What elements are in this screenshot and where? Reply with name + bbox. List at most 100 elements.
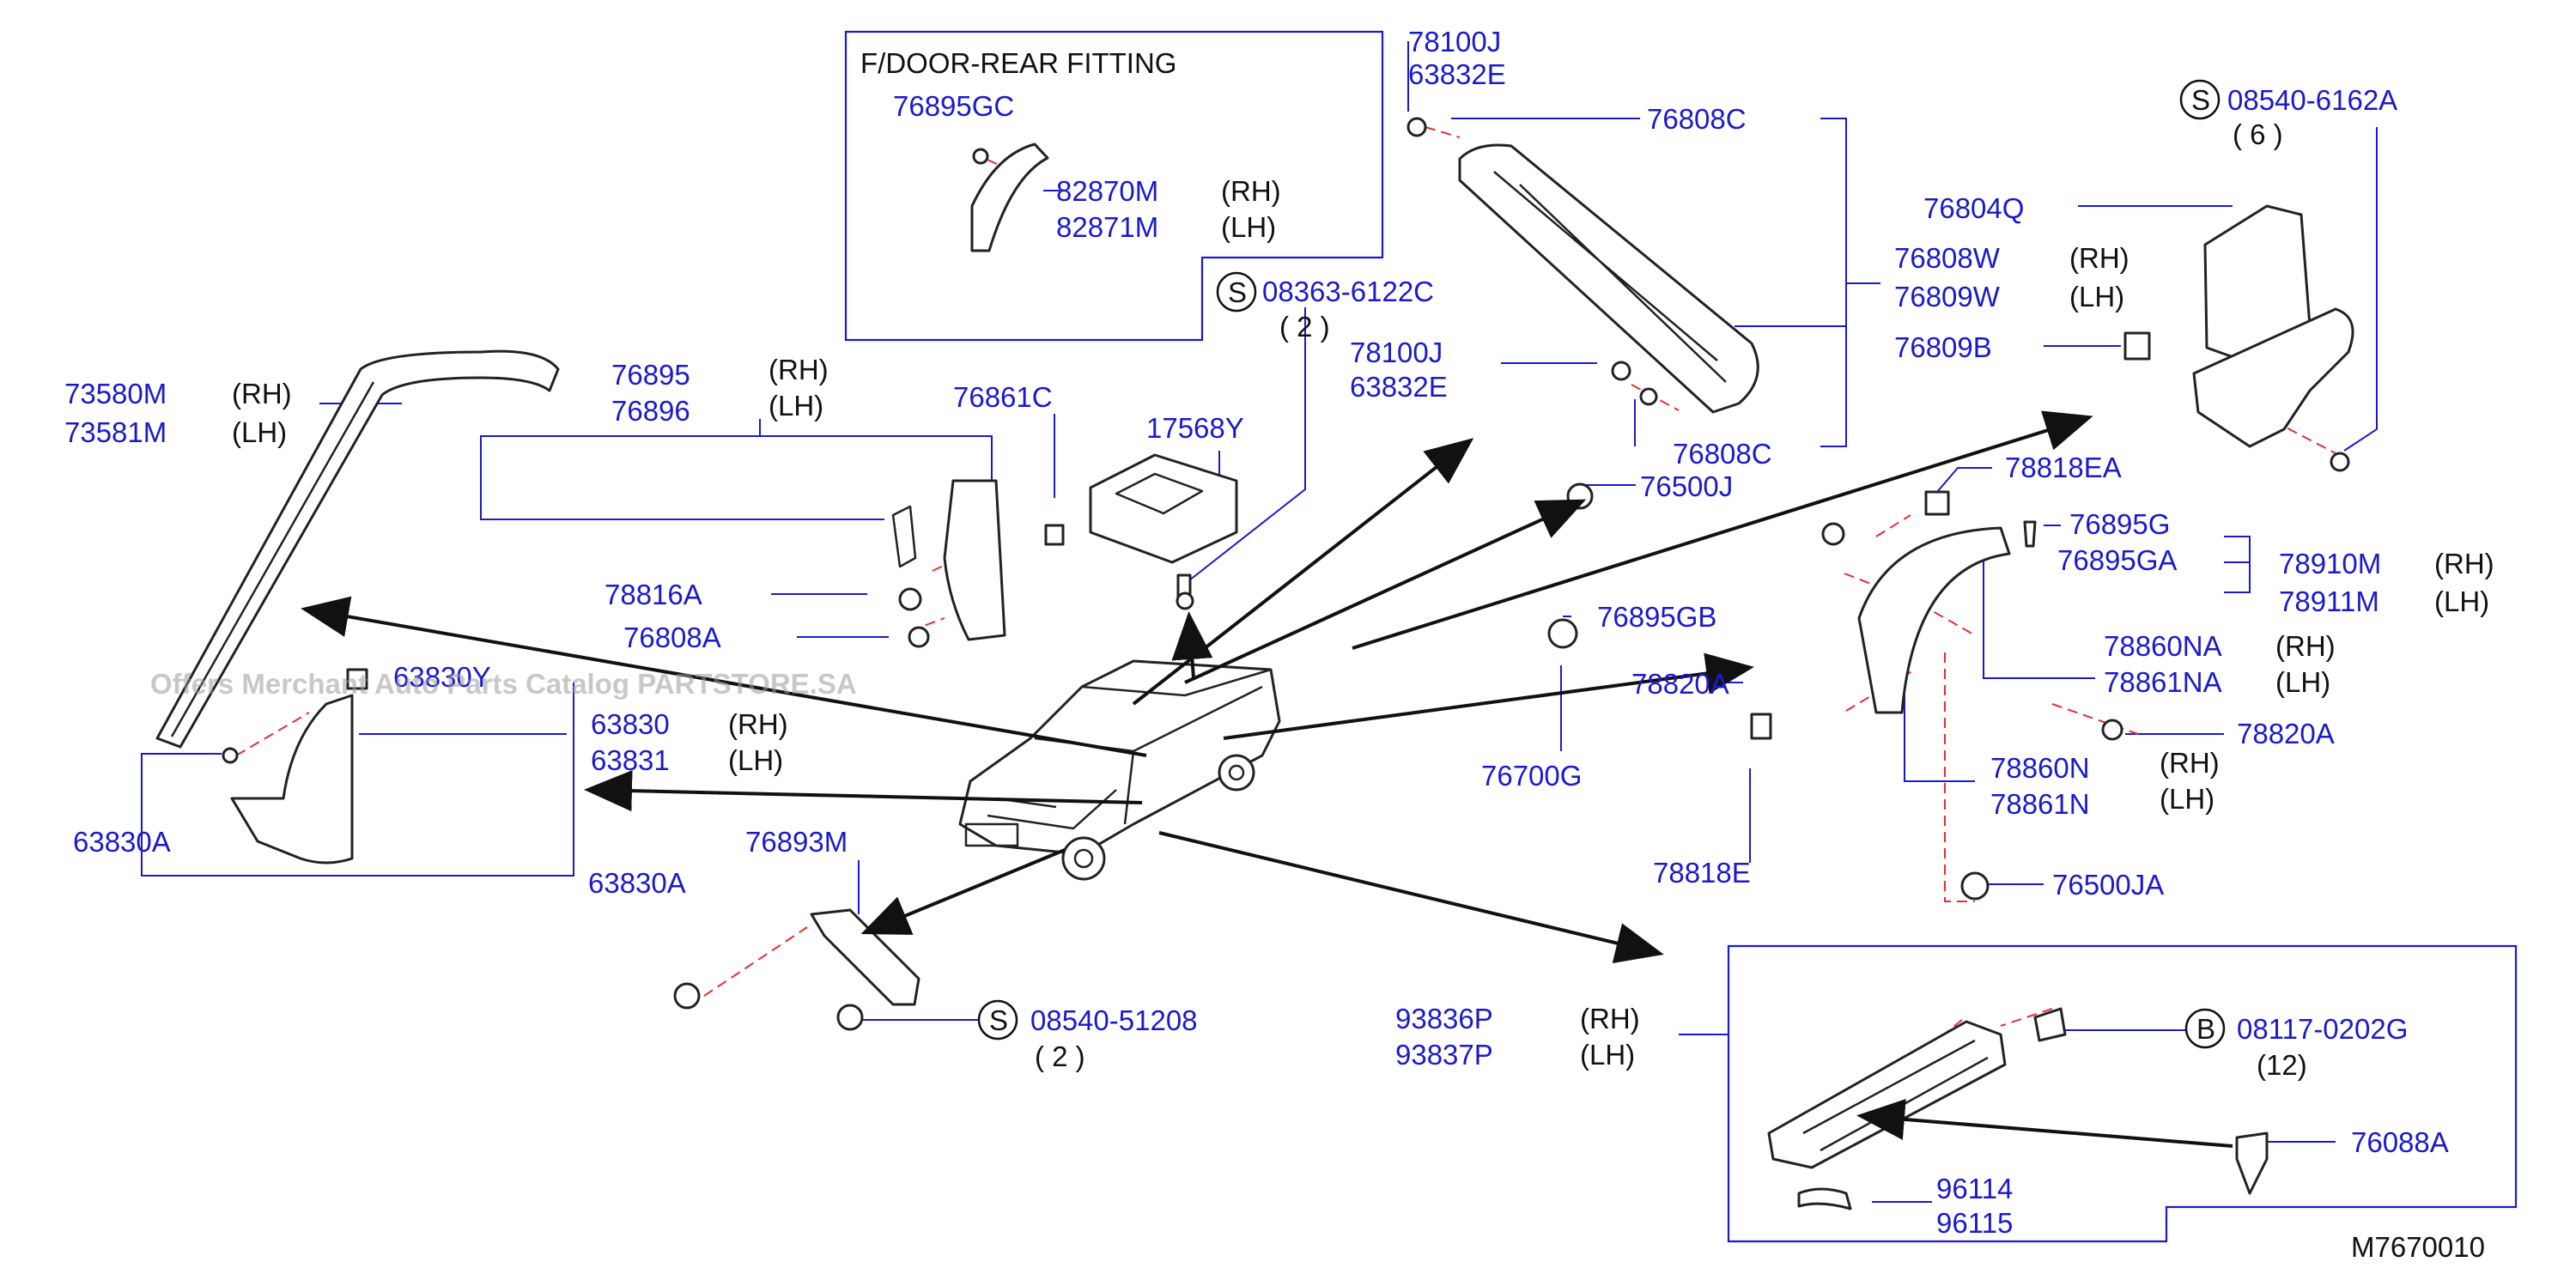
part-labels: 08363-6122C ( 2 ) 78100J 63832E 76808C 0…: [64, 26, 2494, 1263]
label-qty-08117: (12): [2257, 1049, 2307, 1081]
label-rh-78860N: (RH): [2160, 747, 2220, 779]
label-78861N[interactable]: 78861N: [1990, 788, 2090, 820]
label-63831[interactable]: 63831: [591, 744, 670, 776]
label-63830A-left[interactable]: 63830A: [73, 826, 171, 858]
label-63832E-mid[interactable]: 63832E: [1350, 371, 1448, 403]
label-78910M[interactable]: 78910M: [2279, 548, 2381, 579]
label-rh-93836P: (RH): [1580, 1003, 1640, 1034]
bolt-08363-part: [1176, 573, 1194, 610]
label-93836P[interactable]: 93836P: [1395, 1003, 1493, 1034]
roof-side-rail-part: [1406, 117, 1759, 414]
label-76893M[interactable]: 76893M: [745, 826, 848, 858]
s-symbol-08363: S: [1228, 276, 1247, 308]
label-63832E-top[interactable]: 63832E: [1408, 58, 1506, 90]
label-78816A[interactable]: 78816A: [605, 579, 702, 610]
label-76700G[interactable]: 76700G: [1481, 760, 1582, 792]
bumper-end-part: [2123, 204, 2354, 472]
inset-front-door-rear-fitting: F/DOOR-REAR FITTING 76895GC 82870M 82871…: [844, 30, 1384, 342]
label-78818EA[interactable]: 78818EA: [2005, 452, 2122, 483]
label-76895GA[interactable]: 76895GA: [2057, 544, 2177, 576]
label-96115[interactable]: 96115: [1936, 1207, 2013, 1239]
wheel-arch-molding-part: [1750, 490, 2123, 741]
label-lh-78861NA: (LH): [2275, 666, 2330, 698]
label-rh-73580M: (RH): [232, 378, 292, 410]
label-78818E[interactable]: 78818E: [1653, 857, 1751, 889]
label-63830[interactable]: 63830: [591, 708, 670, 740]
label-76809B[interactable]: 76809B: [1894, 331, 1992, 363]
label-78820A[interactable]: 78820A: [2237, 718, 2335, 749]
leader-lines: [141, 41, 2378, 1203]
label-78100J-top[interactable]: 78100J: [1408, 26, 1501, 58]
label-qty-08363: ( 2 ): [1279, 311, 1330, 343]
label-76896[interactable]: 76896: [611, 395, 690, 427]
inset-step-assembly: [1727, 944, 2518, 1243]
label-08363-6122C[interactable]: 08363-6122C: [1262, 276, 1434, 307]
label-76088A[interactable]: 76088A: [2351, 1126, 2449, 1158]
watermark-text: Offers Merchant Auto Parts Catalog PARTS…: [150, 668, 857, 700]
label-76895[interactable]: 76895: [611, 359, 690, 391]
b-symbol-08117: B: [2196, 1013, 2215, 1045]
label-78861NA[interactable]: 78861NA: [2104, 666, 2222, 698]
label-73580M[interactable]: 73580M: [64, 378, 167, 410]
label-93837P[interactable]: 93837P: [1395, 1039, 1493, 1071]
label-76895GC[interactable]: 76895GC: [893, 90, 1014, 122]
grommet-parts: [1547, 482, 1990, 901]
label-lh-78861N: (LH): [2160, 783, 2215, 815]
label-qty-08540a: ( 6 ): [2233, 118, 2283, 150]
label-76809W[interactable]: 76809W: [1894, 281, 2001, 312]
assembly-dashed-lines: [235, 126, 2336, 1065]
mud-guard-part: [222, 668, 368, 864]
label-17568Y[interactable]: 17568Y: [1146, 412, 1244, 444]
s-symbol-08540b: S: [989, 1004, 1008, 1036]
label-96114[interactable]: 96114: [1936, 1173, 2013, 1204]
label-lh-76809W: (LH): [2069, 281, 2124, 312]
label-08117-0202G[interactable]: 08117-0202G: [2237, 1013, 2408, 1045]
rear-mud-flap-part: [891, 479, 1065, 648]
label-rh-76895: (RH): [769, 354, 829, 385]
callout-arrows: [301, 410, 2233, 1148]
label-78911M[interactable]: 78911M: [2279, 585, 2379, 617]
door-fitting-trim-part: [970, 143, 1060, 252]
label-rh-76808W: (RH): [2069, 242, 2129, 274]
running-board-step-part: [1767, 1007, 2269, 1210]
label-lh-93837P: (LH): [1580, 1039, 1635, 1071]
label-rh-inset: (RH): [1221, 175, 1281, 207]
roof-rail-molding-part: [155, 349, 560, 749]
vehicle-illustration: [958, 659, 1281, 881]
label-76895GB[interactable]: 76895GB: [1597, 601, 1716, 633]
label-rh-78910M: (RH): [2434, 548, 2494, 579]
label-76808W[interactable]: 76808W: [1894, 242, 2001, 274]
mudflap-bracket-part: [673, 908, 920, 1031]
label-63830A-mid[interactable]: 63830A: [588, 867, 686, 899]
label-76808A[interactable]: 76808A: [623, 622, 721, 653]
label-82871M[interactable]: 82871M: [1056, 211, 1158, 243]
label-qty-08540b: ( 2 ): [1035, 1040, 1085, 1072]
label-78860N[interactable]: 78860N: [1990, 752, 2090, 784]
label-08540-51208[interactable]: 08540-51208: [1030, 1004, 1198, 1036]
diagram-code: M7670010: [2351, 1231, 2485, 1263]
label-76895G[interactable]: 76895G: [2069, 508, 2170, 540]
label-lh-76896: (LH): [769, 390, 823, 422]
label-rh-63830: (RH): [728, 708, 788, 740]
label-rh-78860NA: (RH): [2275, 630, 2336, 662]
storage-bin-part: [1089, 453, 1238, 564]
label-73581M[interactable]: 73581M: [64, 416, 167, 448]
label-76804Q[interactable]: 76804Q: [1923, 192, 2024, 224]
label-lh-73581M: (LH): [232, 416, 287, 448]
label-76808C-mid[interactable]: 76808C: [1673, 438, 1772, 470]
label-08540-6162A[interactable]: 08540-6162A: [2227, 84, 2397, 116]
label-76500JA[interactable]: 76500JA: [2052, 869, 2164, 901]
label-76861C[interactable]: 76861C: [953, 381, 1053, 413]
label-lh-63831: (LH): [728, 744, 783, 776]
label-78860NA[interactable]: 78860NA: [2104, 630, 2222, 662]
label-lh-78911M: (LH): [2434, 585, 2489, 617]
symbol-circles: S S S B: [977, 79, 2226, 1049]
label-63830Y[interactable]: 63830Y: [393, 661, 491, 693]
label-76500J[interactable]: 76500J: [1640, 470, 1733, 502]
label-76808C-top[interactable]: 76808C: [1647, 103, 1747, 135]
label-82870M[interactable]: 82870M: [1056, 175, 1158, 207]
label-78820A-upper[interactable]: 78820A: [1631, 668, 1729, 700]
label-78100J-mid[interactable]: 78100J: [1350, 337, 1443, 368]
